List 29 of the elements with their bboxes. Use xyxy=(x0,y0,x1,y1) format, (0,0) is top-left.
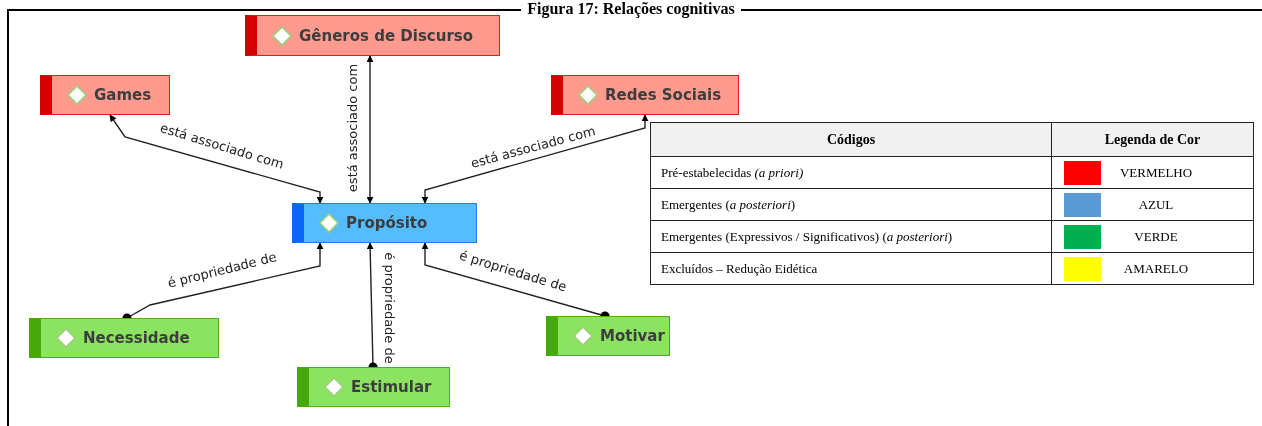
color-name: VERMELHO xyxy=(1118,164,1194,181)
table-header: Legenda de Cor xyxy=(1051,122,1254,157)
concept-box xyxy=(245,15,500,56)
concept-label: Necessidade xyxy=(83,329,190,347)
concept-label: Redes Sociais xyxy=(605,86,722,104)
concept-box xyxy=(292,203,477,243)
edge-label: é propriedade de xyxy=(381,250,397,366)
concept-label: Propósito xyxy=(346,214,428,232)
color-name: VERDE xyxy=(1133,228,1179,245)
concept-box xyxy=(297,367,450,407)
concept-box xyxy=(29,318,219,358)
figure-title: Figura 17: Relações cognitivas xyxy=(521,0,741,17)
concept-label: Games xyxy=(94,86,152,104)
concept-box xyxy=(551,75,739,115)
connector-arrow xyxy=(421,114,649,204)
concept-label: Estimular xyxy=(351,378,432,396)
code-cell: Excluídos – Redução Eidética xyxy=(650,252,1052,285)
color-name: AMARELO xyxy=(1122,260,1190,277)
table-header: Códigos xyxy=(650,122,1052,157)
code-cell: Pré-estabelecidas (a priori) xyxy=(650,156,1052,189)
concept-label: Gêneros de Discurso xyxy=(299,26,474,45)
connector-arrow xyxy=(109,114,324,204)
code-cell: Emergentes (a posteriori) xyxy=(650,188,1052,221)
code-cell: Emergentes (Expressivos / Significativos) (a posteriori) xyxy=(650,220,1052,253)
color-name: AZUL xyxy=(1137,196,1175,213)
concept-box xyxy=(40,75,170,115)
concept-label: Motivar xyxy=(600,327,665,345)
connector-arrow xyxy=(366,55,374,204)
concept-box xyxy=(546,316,670,356)
